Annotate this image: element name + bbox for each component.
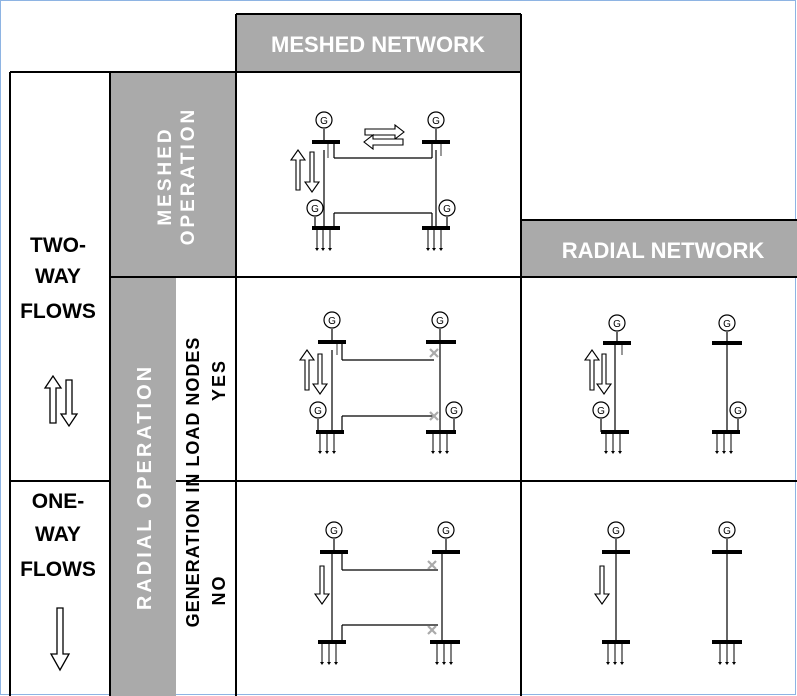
svg-text:G: G bbox=[613, 319, 621, 330]
meshed-operation-cell bbox=[110, 72, 236, 277]
table-grid bbox=[9, 13, 797, 696]
generator-icon: G bbox=[607, 521, 625, 539]
open-switch-icon bbox=[427, 560, 437, 635]
meshed-network-radial-operation-generation-diagram bbox=[298, 329, 456, 454]
svg-text:G: G bbox=[436, 316, 444, 327]
svg-text:G: G bbox=[320, 116, 328, 127]
radial-operation-cell bbox=[110, 277, 176, 696]
two-way-flows-line3: FLOWS bbox=[20, 300, 96, 323]
no-label: NO bbox=[209, 575, 229, 606]
generator-icon: G bbox=[438, 199, 456, 217]
svg-text:G: G bbox=[734, 406, 742, 417]
meshed-network-header-cell bbox=[236, 14, 521, 72]
generation-in-load-nodes-label: GENERATION IN LOAD NODES bbox=[183, 337, 203, 628]
generator-icon: G bbox=[431, 311, 449, 329]
generator-icon: G bbox=[718, 314, 736, 332]
one-way-flows-line2: WAY bbox=[35, 523, 81, 546]
generator-icon: G bbox=[592, 401, 610, 419]
generator-icon: G bbox=[445, 401, 463, 419]
radial-network-header: RADIAL NETWORK bbox=[562, 238, 765, 263]
meshed-operation-label-line2: OPERATION bbox=[178, 107, 199, 246]
open-switch-icon bbox=[429, 348, 439, 421]
meshed-operation-label-line1: MESHED bbox=[155, 126, 176, 225]
generator-icon: G bbox=[306, 199, 324, 217]
svg-text:G: G bbox=[314, 406, 322, 417]
svg-text:G: G bbox=[723, 526, 731, 537]
one-way-flows-line1: ONE- bbox=[32, 490, 85, 513]
generator-icon: G bbox=[315, 111, 333, 129]
one-way-arrow-icon bbox=[49, 607, 71, 672]
meshed-network-meshed-operation-diagram bbox=[289, 123, 450, 251]
svg-text:G: G bbox=[442, 526, 450, 537]
two-way-flows-line1: TWO- bbox=[30, 234, 86, 257]
radial-network-no-generation-diagram bbox=[593, 539, 742, 665]
radial-operation-label: RADIAL OPERATION bbox=[134, 364, 156, 610]
generator-icon: G bbox=[309, 401, 327, 419]
generator-icon: G bbox=[437, 521, 455, 539]
generator-icon: G bbox=[427, 111, 445, 129]
generator-icon: G bbox=[608, 314, 626, 332]
svg-text:G: G bbox=[328, 316, 336, 327]
svg-text:G: G bbox=[450, 406, 458, 417]
meshed-network-radial-operation-no-generation-diagram bbox=[313, 539, 460, 665]
radial-network-generation-diagram bbox=[583, 332, 742, 454]
two-way-arrow-icon bbox=[43, 374, 79, 428]
two-way-flows-line2: WAY bbox=[35, 265, 81, 288]
svg-text:G: G bbox=[311, 204, 319, 215]
generator-icon: G bbox=[718, 521, 736, 539]
radial-network-header-cell bbox=[521, 220, 797, 277]
svg-text:G: G bbox=[330, 526, 338, 537]
yes-label: YES bbox=[209, 359, 229, 401]
generator-icon: G bbox=[729, 401, 747, 419]
svg-text:G: G bbox=[723, 319, 731, 330]
meshed-network-header: MESHED NETWORK bbox=[271, 32, 485, 57]
svg-text:G: G bbox=[597, 406, 605, 417]
svg-text:G: G bbox=[612, 526, 620, 537]
generator-icon: G bbox=[323, 311, 341, 329]
svg-text:G: G bbox=[432, 116, 440, 127]
one-way-flows-line3: FLOWS bbox=[20, 558, 96, 581]
svg-text:G: G bbox=[443, 204, 451, 215]
generator-icon: G bbox=[325, 521, 343, 539]
